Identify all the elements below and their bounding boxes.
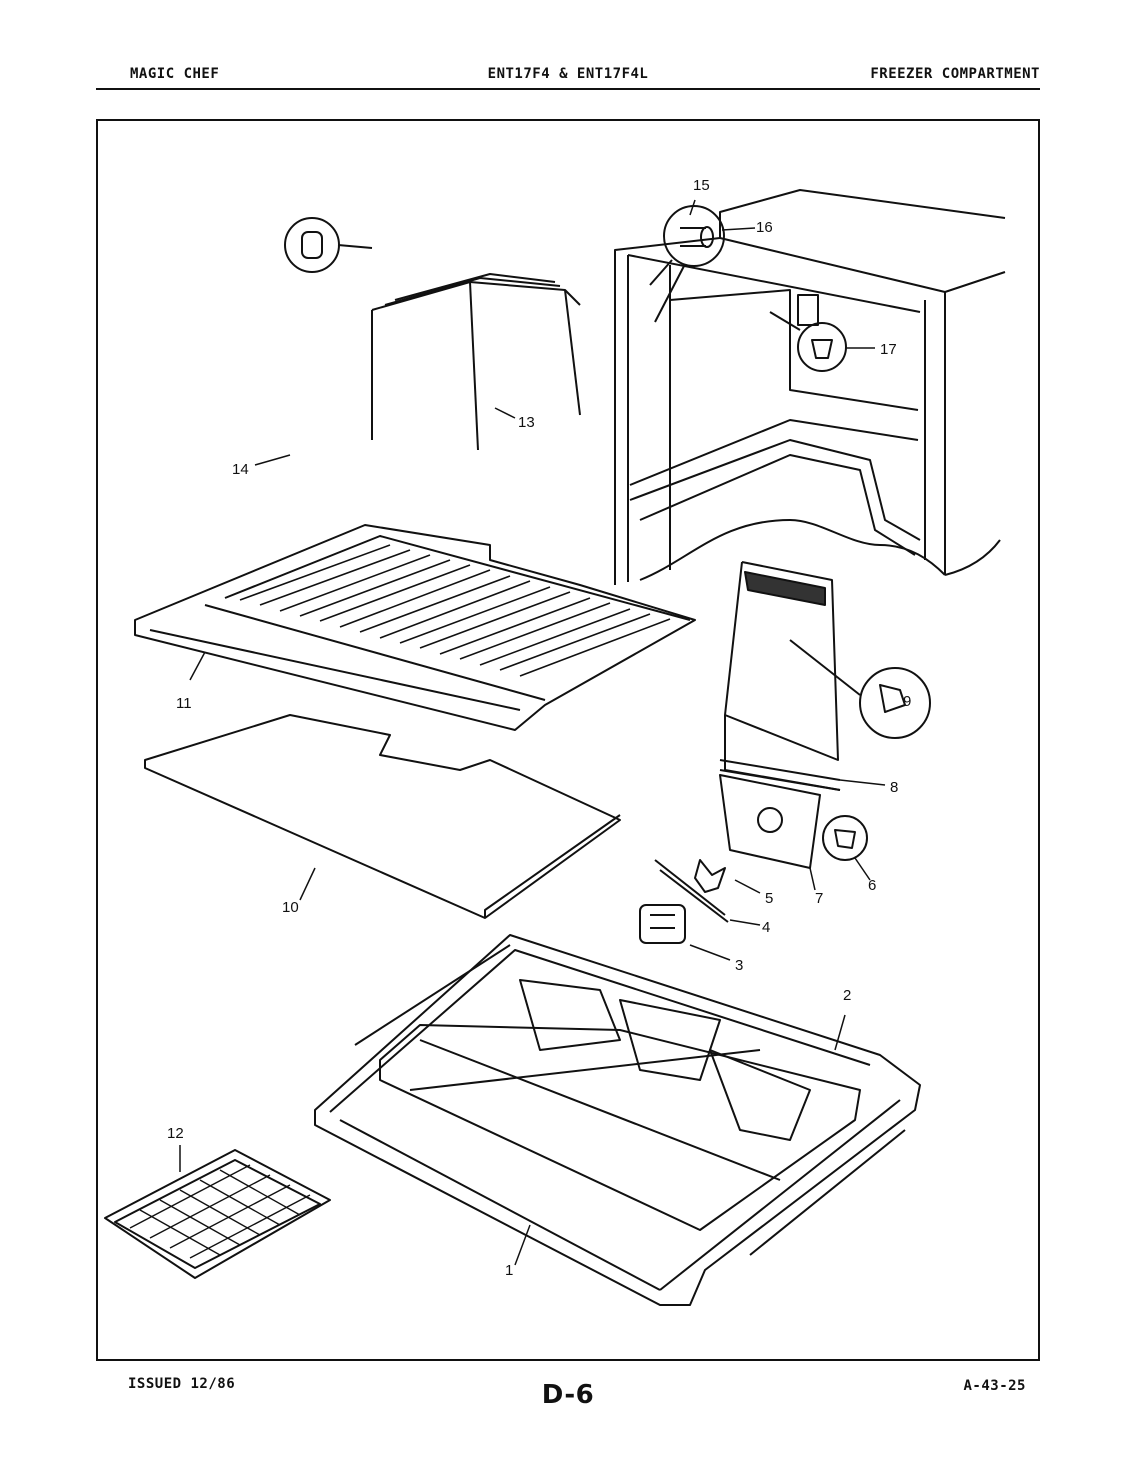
part-10-panel xyxy=(144,714,621,919)
callout-8: 8 xyxy=(890,779,898,796)
diagram-frame xyxy=(96,119,1040,1361)
header-section: FREEZER COMPARTMENT xyxy=(870,66,1040,82)
header-rule xyxy=(96,88,1040,90)
callout-7: 7 xyxy=(815,890,823,907)
freezer-cabinet xyxy=(614,189,1006,585)
callout-2: 2 xyxy=(843,987,851,1004)
callout-leaders xyxy=(179,199,886,1266)
callout-16: 16 xyxy=(756,219,773,236)
callout-6: 6 xyxy=(868,877,876,894)
footer-code: A-43-25 xyxy=(963,1378,1026,1394)
header-brand: MAGIC CHEF xyxy=(130,66,220,82)
callout-13: 13 xyxy=(518,414,535,431)
callout-3: 3 xyxy=(735,957,743,974)
callout-5: 5 xyxy=(765,890,773,907)
callout-11: 11 xyxy=(176,695,192,712)
part-5-fan-assembly xyxy=(639,859,729,944)
footer-issued: ISSUED 12/86 xyxy=(128,1376,236,1392)
callout-9: 9 xyxy=(903,693,911,710)
part-14-detail xyxy=(284,217,373,273)
part-2-liner xyxy=(314,934,921,1306)
part-7-shroud xyxy=(719,774,868,869)
footer-page-number: D-6 xyxy=(541,1380,595,1410)
callout-10: 10 xyxy=(282,899,299,916)
part-12-ice-tray xyxy=(104,1149,331,1279)
callout-12: 12 xyxy=(167,1125,184,1142)
callout-1: 1 xyxy=(505,1262,513,1279)
callout-4: 4 xyxy=(762,919,770,936)
part-8-duct xyxy=(719,561,931,791)
callout-17: 17 xyxy=(880,341,897,358)
callout-15: 15 xyxy=(693,177,710,194)
callout-14: 14 xyxy=(232,461,249,478)
part-11-shelf xyxy=(134,524,696,731)
header-models: ENT17F4 & ENT17F4L xyxy=(487,66,649,82)
part-13-rack xyxy=(371,273,581,451)
